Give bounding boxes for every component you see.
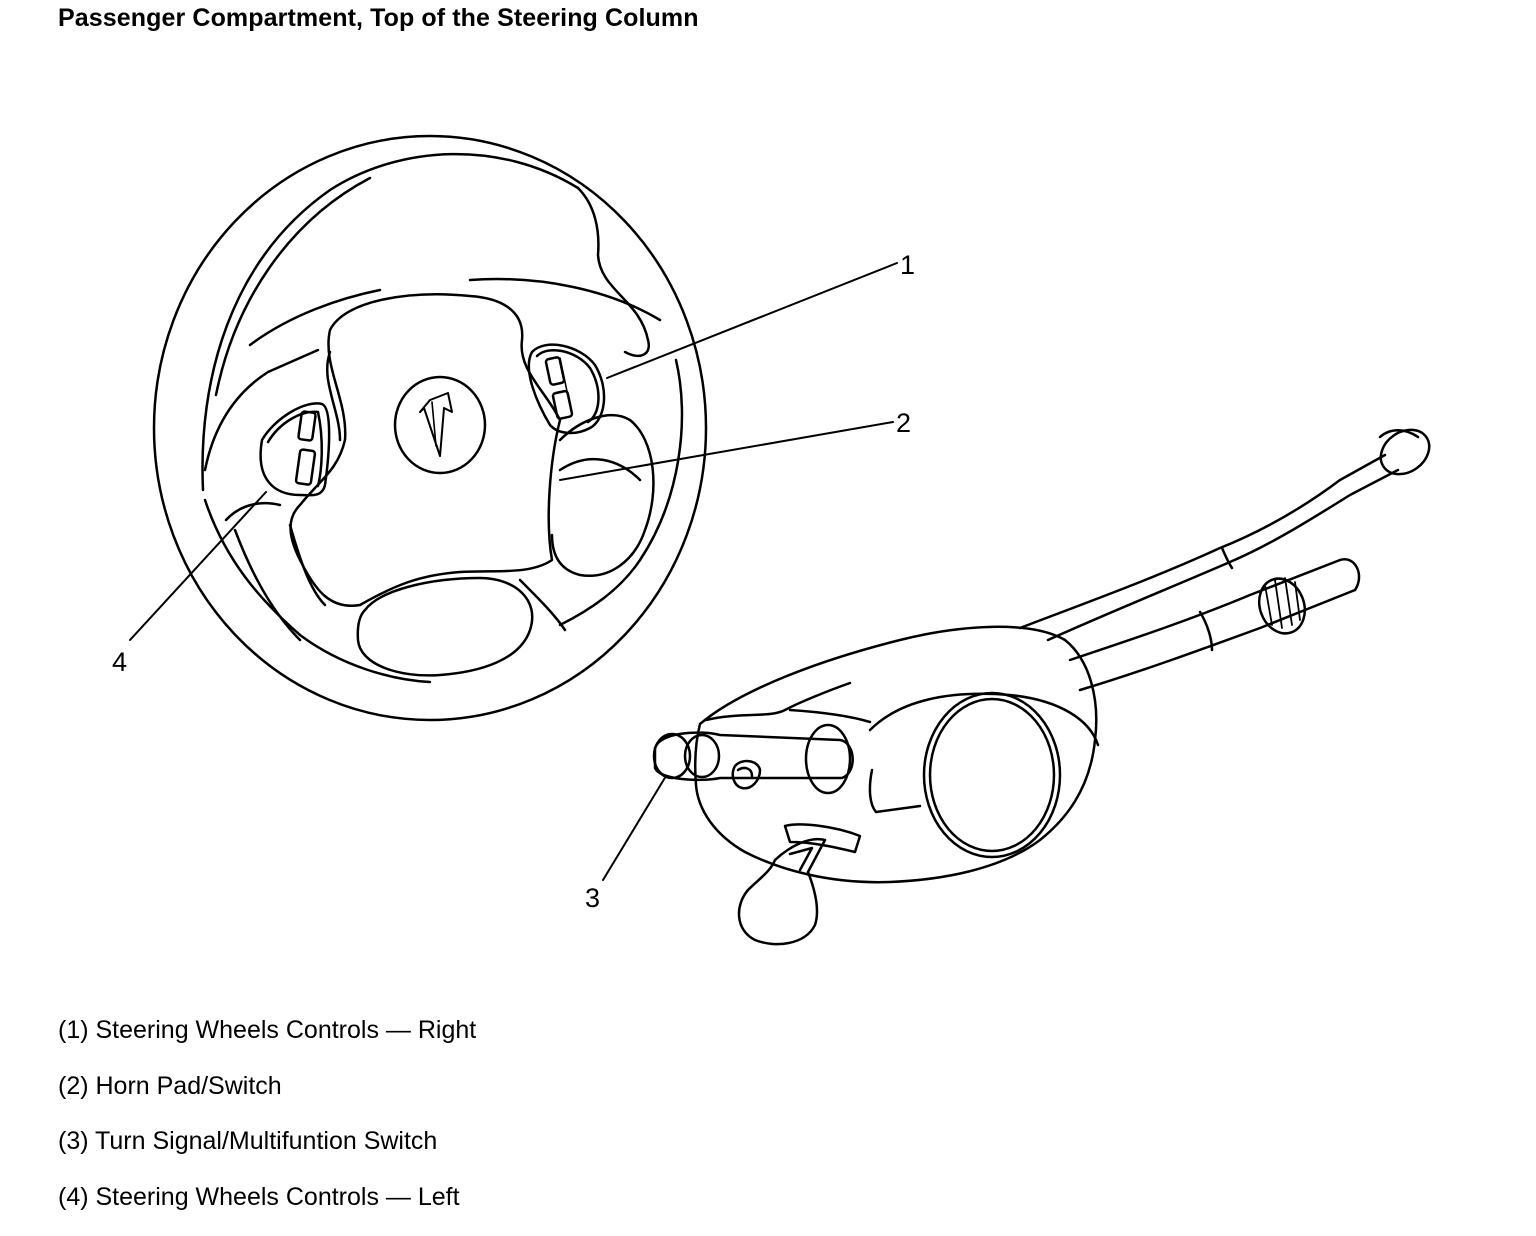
leader-line-2 <box>559 421 894 481</box>
callout-3: 3 <box>585 883 600 913</box>
wheel-rim-highlight <box>214 176 372 397</box>
leader-lines <box>129 262 898 881</box>
callout-4: 4 <box>112 647 127 677</box>
wheel-lower-bolster <box>356 576 534 677</box>
right-controls-pod <box>527 343 606 435</box>
callout-numbers: 1 2 3 4 <box>112 250 915 913</box>
emblem-badge <box>393 375 487 475</box>
tilt-lever <box>737 837 827 946</box>
wiper-stalk-upper <box>1018 428 1431 642</box>
callout-2: 2 <box>896 408 911 438</box>
callout-1: 1 <box>900 250 915 280</box>
wheel-left-spoke <box>203 348 320 472</box>
column-housing <box>693 625 1098 884</box>
steering-wheel <box>152 134 708 722</box>
wheel-inner-rim-bottom <box>203 498 432 684</box>
legend-item: (1) Steering Wheels Controls — Right <box>58 1016 477 1044</box>
horn-pad-inner-line <box>325 350 342 442</box>
legend-item: (4) Steering Wheels Controls — Left <box>58 1182 460 1211</box>
legend-item: (2) Horn Pad/Switch <box>58 1071 282 1100</box>
wheel-left-spoke-low <box>224 501 282 522</box>
steering-illustration: 1 2 3 4 <box>112 134 1431 946</box>
leader-line-4 <box>129 491 267 641</box>
wheel-inner-rim-right <box>576 186 651 357</box>
wheel-upper-spoke-right <box>468 277 662 322</box>
legend-item: (3) Turn Signal/Multifuntion Switch <box>58 1127 438 1155</box>
wiper-stalk-tip <box>1379 428 1431 476</box>
wheel-inner-rim-top <box>201 152 580 492</box>
wheel-upper-spoke <box>248 288 382 347</box>
wheel-inner-rim-right-low <box>558 358 684 627</box>
wheel-outer-rim <box>152 134 708 722</box>
knurled-knob <box>1257 577 1307 635</box>
steering-diagram: 1 2 3 4 <box>112 134 1431 946</box>
legend-list: (1) Steering Wheels Controls — Right (2)… <box>58 1012 476 1234</box>
wheel-right-bolster <box>550 413 655 578</box>
leader-line-3 <box>602 775 667 881</box>
leader-line-1 <box>606 262 898 379</box>
cruise-stalk-lower <box>1068 558 1361 692</box>
multifunction-lever <box>652 723 854 795</box>
diagram-title: Passenger Compartment, Top of the Steeri… <box>58 4 699 32</box>
horn-pad <box>289 293 562 608</box>
lever-end-cap <box>652 732 692 780</box>
emblem-arrow-icon <box>419 392 453 457</box>
column-round-boss <box>922 691 1062 859</box>
steering-column-switch <box>652 428 1431 946</box>
left-controls-pod <box>259 402 331 497</box>
